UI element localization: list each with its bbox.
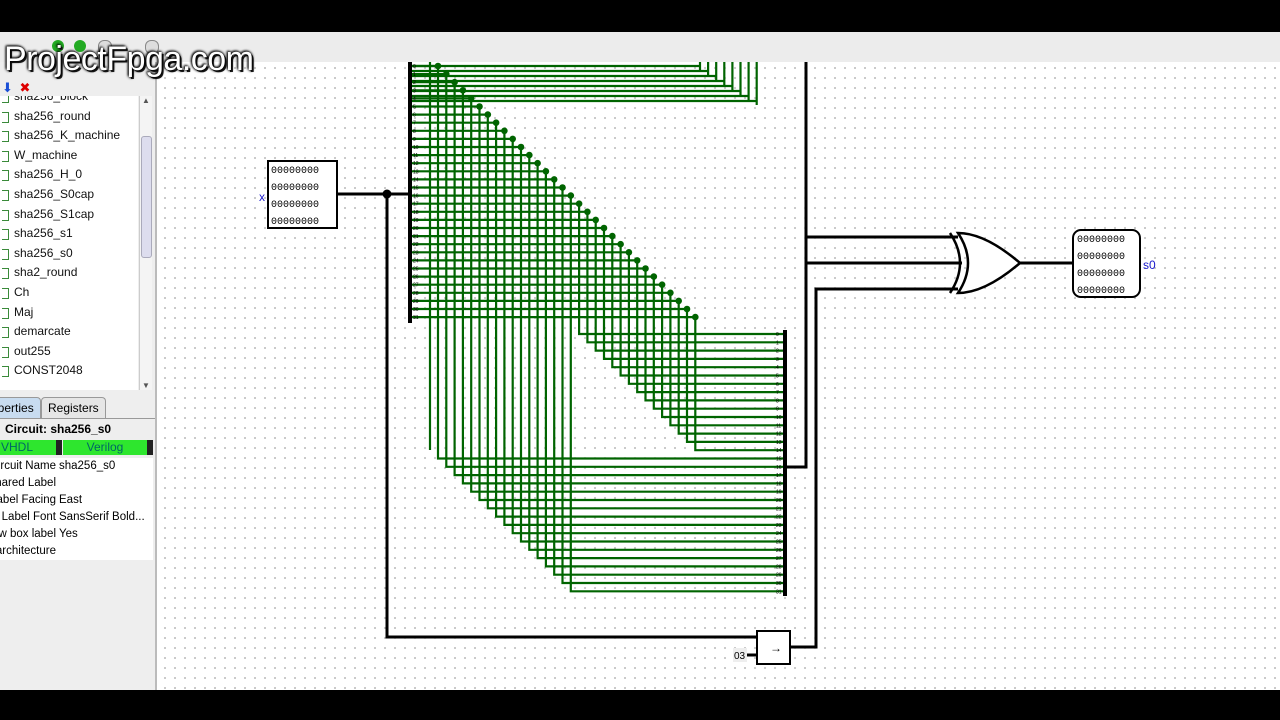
explorer-item[interactable]: sha2_round	[0, 263, 138, 283]
circuit-title: Circuit: sha256_s0	[5, 422, 112, 436]
explorer-item-label: sha256_K_machine	[14, 128, 121, 143]
tab-registers[interactable]: Registers	[41, 397, 106, 418]
scroll-down-icon[interactable]: ▼	[142, 381, 150, 390]
explorer-item[interactable]: sha256_block	[0, 96, 138, 107]
output-pin-icon[interactable]	[98, 40, 112, 54]
explorer-item-label: sha256_S1cap	[14, 206, 95, 221]
property-key: Circuit Name	[0, 460, 56, 472]
vhdl-button[interactable]: VHDL	[0, 440, 56, 455]
property-key: VHDL architecture	[0, 545, 56, 557]
circuit-icon	[2, 327, 9, 339]
property-row[interactable]: VHDL architecture	[0, 543, 153, 560]
circuit-explorer: sha256_block sha256_round sha256_K_machine…	[0, 96, 138, 390]
circuit-icon	[2, 307, 9, 319]
explorer-item-label: sha256_s0	[14, 245, 73, 260]
explorer-item[interactable]: W_machine	[0, 146, 138, 166]
explorer-item-label: sha2_round	[14, 265, 78, 280]
explorer-item[interactable]: sha256_s1	[0, 224, 138, 244]
circuit-icon	[2, 170, 9, 182]
property-value[interactable]: Yes	[59, 528, 78, 540]
scroll-up-icon[interactable]: ▲	[142, 96, 150, 105]
explorer-item[interactable]: demarcate	[0, 322, 138, 342]
circuit-icon	[2, 346, 9, 358]
explorer-item[interactable]: out255	[0, 342, 138, 362]
explorer-item-label: demarcate	[14, 324, 71, 339]
property-row[interactable]: Shared Label	[0, 475, 153, 492]
explorer-item[interactable]: sha256_H_0	[0, 165, 138, 185]
explorer-item[interactable]: sha256_s0	[0, 244, 138, 264]
circuit-canvas[interactable]	[157, 62, 1280, 690]
property-key: Shared Label Facing	[0, 494, 56, 506]
circuit-icon	[2, 150, 9, 162]
explorer-item-label: Maj	[14, 304, 34, 319]
watermark: ProjectFpga.com	[4, 40, 254, 78]
explorer-item-label: Ch	[14, 284, 30, 299]
circuit-icon	[2, 229, 9, 241]
explorer-item-label: sha256_s1	[14, 226, 73, 241]
explorer-item-label: sha256_round	[14, 108, 91, 123]
explorer-item[interactable]: sha256_round	[0, 107, 138, 127]
circuit-icon	[2, 287, 9, 299]
panel-tabs: Properties Registers	[0, 396, 155, 419]
explorer-item[interactable]: Ch	[0, 283, 138, 303]
property-key: Show box label	[0, 528, 56, 540]
circuit-icon	[2, 209, 9, 221]
circuit-icon	[2, 131, 9, 143]
explorer-item[interactable]: sha256_S0cap	[0, 185, 138, 205]
delete-icon[interactable]: ✖	[19, 80, 31, 95]
circuit-icon	[2, 268, 9, 280]
explorer-item-label: sha256_block	[14, 96, 89, 103]
move-down-icon[interactable]: ⬇	[2, 80, 13, 95]
poke-tool-icon[interactable]	[52, 40, 64, 52]
explorer-item[interactable]: sha256_K_machine	[0, 126, 138, 146]
input-pin-icon[interactable]	[74, 40, 86, 52]
property-value[interactable]: sha256_s0	[59, 460, 116, 472]
explorer-item-label: out255	[14, 343, 51, 358]
property-value[interactable]: East	[59, 494, 83, 506]
property-value[interactable]: SansSerif Bold...	[59, 511, 145, 523]
bottom-bar	[0, 690, 1280, 720]
explorer-item-label: CONST2048	[14, 363, 83, 378]
tab-properties[interactable]: Properties	[0, 397, 41, 418]
circuit-icon	[2, 189, 9, 201]
scroll-thumb[interactable]	[141, 136, 152, 258]
title-bar	[0, 0, 1280, 32]
explorer-item-label: W_machine	[14, 147, 78, 162]
explorer-actions: ⬇ ✖	[2, 80, 30, 96]
gate-tool-icon[interactable]	[145, 40, 159, 54]
explorer-scrollbar[interactable]: ▲ ▼	[139, 96, 152, 390]
circuit-icon	[2, 366, 9, 378]
explorer-item[interactable]: CONST2048	[0, 361, 138, 381]
explorer-item[interactable]: sha256_S1cap	[0, 205, 138, 225]
property-key: Shared Label Font	[0, 511, 56, 523]
explorer-item[interactable]: Maj	[0, 303, 138, 323]
circuit-icon	[2, 111, 9, 123]
circuit-icon	[2, 248, 9, 260]
verilog-button[interactable]: Verilog	[63, 440, 147, 455]
circuit-icon	[2, 96, 9, 103]
left-panel: ⬇ ✖ sha256_block sha256_round sha256_K_mac…	[0, 62, 157, 690]
explorer-item-label: sha256_S0cap	[14, 186, 95, 201]
property-key: Shared Label	[0, 477, 56, 489]
explorer-item-label: sha256_H_0	[14, 167, 83, 182]
